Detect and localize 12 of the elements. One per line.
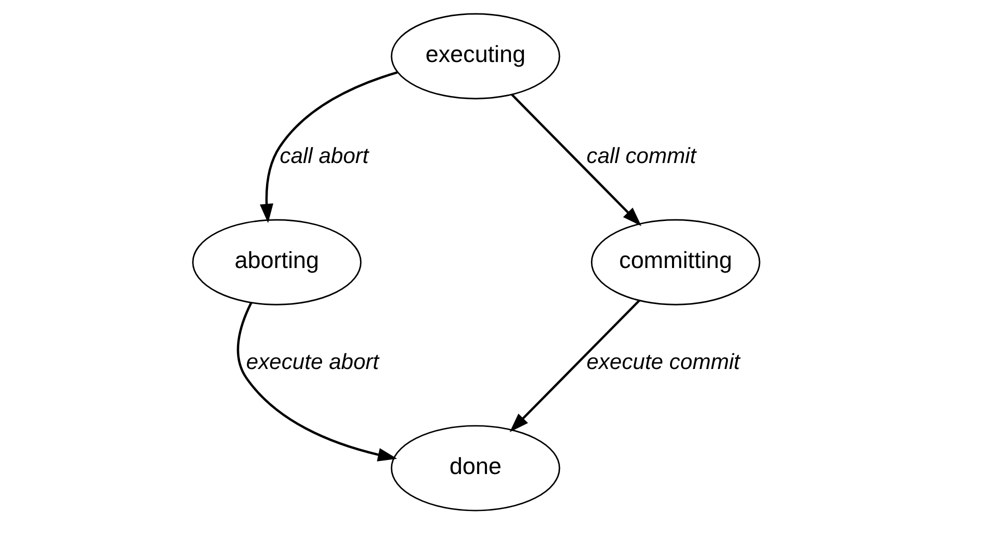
node-ellipse: committing [590, 219, 760, 306]
node-ellipse: done [390, 425, 560, 512]
edge-label: execute commit [586, 348, 740, 374]
node-ellipse: executing [390, 13, 560, 100]
arrow [236, 302, 397, 462]
edge-label: execute abort [246, 348, 378, 374]
arrow [259, 71, 398, 224]
edge-label: call abort [279, 142, 368, 168]
arrow [509, 300, 640, 432]
node-ellipse: aborting [192, 219, 362, 306]
arrow [510, 94, 641, 226]
edge-label: call commit [586, 142, 696, 168]
